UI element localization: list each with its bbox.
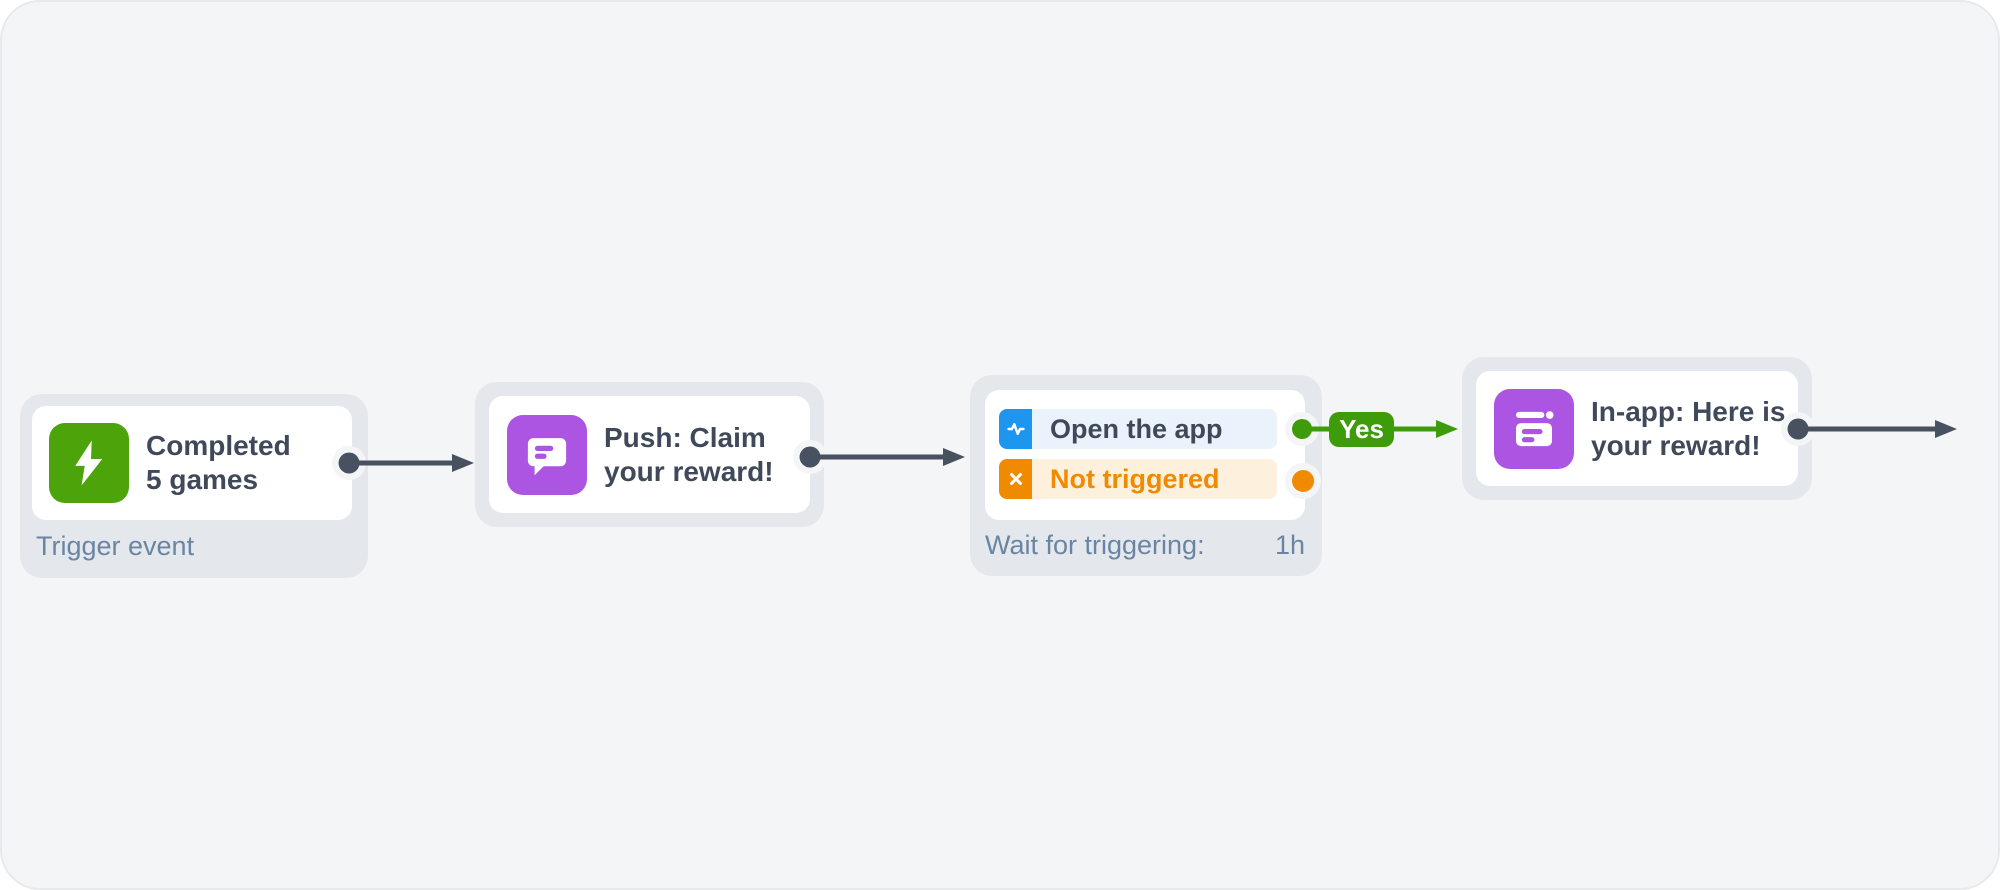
activity-pulse-icon <box>999 409 1032 449</box>
branch-not-triggered-label: Not triggered <box>1032 459 1277 499</box>
node-inapp-message[interactable]: In-app: Here is your reward! <box>1462 357 1812 500</box>
branch-not-triggered[interactable]: Not triggered <box>999 459 1277 499</box>
in-app-banner-icon <box>1494 388 1574 469</box>
yes-branch-badge[interactable]: Yes <box>1329 412 1394 447</box>
inapp-title: In-app: Here is your reward! <box>1591 395 1786 461</box>
lightning-bolt-icon <box>49 423 129 503</box>
arrowhead-yes <box>1436 420 1458 438</box>
wait-footer-value[interactable]: 1h <box>1274 529 1305 560</box>
x-cross-icon <box>999 459 1032 499</box>
trigger-title: Completed 5 games <box>146 430 291 495</box>
push-card[interactable]: Push: Claim your reward! <box>489 396 810 513</box>
arrowhead-to-wait <box>943 448 965 466</box>
arrowhead-to-push <box>452 454 474 472</box>
push-message-icon <box>507 414 587 495</box>
trigger-footer-label: Trigger event <box>36 530 195 561</box>
push-title: Push: Claim your reward! <box>604 421 774 487</box>
node-trigger-event[interactable]: Completed 5 games Trigger event <box>20 394 368 578</box>
arrowhead-out <box>1935 420 1957 438</box>
trigger-card[interactable]: Completed 5 games <box>32 406 352 520</box>
wait-card[interactable]: Open the app Not triggered <box>985 390 1305 520</box>
node-wait-for-trigger[interactable]: Open the app Not triggered Wait for trig… <box>970 375 1322 576</box>
branch-open-the-app[interactable]: Open the app <box>999 409 1277 449</box>
inapp-card[interactable]: In-app: Here is your reward! <box>1476 371 1798 486</box>
node-push-message[interactable]: Push: Claim your reward! <box>475 382 824 527</box>
wait-footer-label: Wait for triggering: <box>985 529 1205 560</box>
branch-open-the-app-label: Open the app <box>1032 409 1277 449</box>
wait-footer: Wait for triggering: 1h <box>985 520 1305 570</box>
